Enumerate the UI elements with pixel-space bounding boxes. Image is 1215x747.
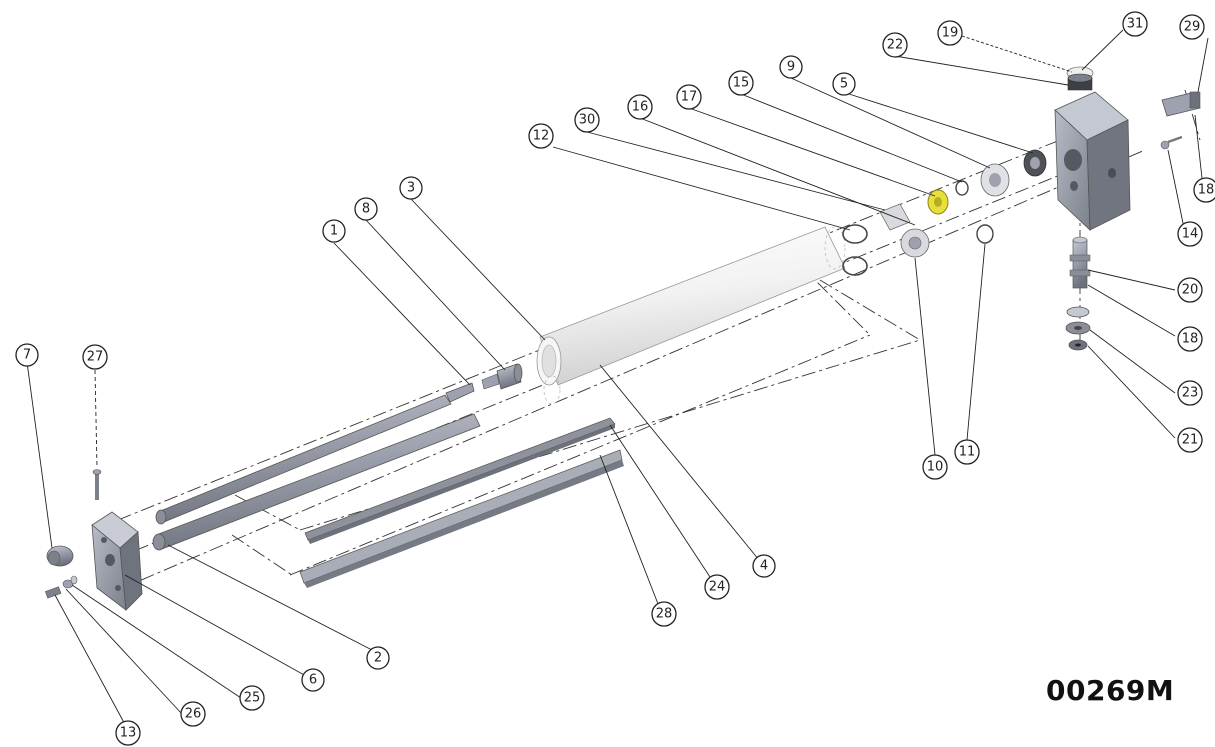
callout-label: 15 [733, 76, 750, 91]
callout-label: 3 [407, 181, 415, 196]
rod-upper [155, 382, 475, 525]
strip-upper [304, 417, 616, 544]
callout-13: 13 [115, 720, 141, 746]
callout-label: 18 [1198, 183, 1215, 198]
main-tube [536, 226, 846, 405]
callout-label: 23 [1182, 386, 1199, 401]
callout-label: 16 [632, 100, 649, 115]
callout-label: 30 [579, 113, 596, 128]
callout-14: 14 [1177, 221, 1203, 247]
screw [92, 469, 102, 500]
callout-6: 6 [301, 668, 325, 692]
callout-label: 17 [681, 90, 698, 105]
callout-label: 22 [887, 38, 904, 53]
callout-24: 24 [704, 574, 730, 600]
callout-label: 28 [656, 607, 673, 622]
drawing-number: 00269M [1046, 674, 1175, 707]
callout-5: 5 [832, 72, 856, 96]
small-fittings [45, 575, 78, 599]
callout-1: 1 [322, 219, 346, 243]
highlighted-part [927, 189, 949, 215]
strip-lower [299, 449, 624, 588]
callout-18-lower: 18 [1177, 326, 1203, 352]
left-end-block [91, 511, 143, 611]
callout-23: 23 [1177, 380, 1203, 406]
callout-label: 12 [533, 129, 550, 144]
callout-19: 19 [937, 20, 963, 46]
callout-10: 10 [922, 454, 948, 480]
callout-label: 2 [374, 651, 382, 666]
callout-label: 11 [959, 445, 976, 460]
callout-label: 1 [330, 224, 338, 239]
callout-label: 21 [1182, 433, 1199, 448]
callout-20: 20 [1177, 277, 1203, 303]
callout-29: 29 [1179, 14, 1205, 40]
callout-21: 21 [1177, 427, 1203, 453]
callout-label: 26 [185, 707, 202, 722]
callout-26: 26 [180, 701, 206, 727]
callout-label: 14 [1182, 227, 1199, 242]
callout-11: 11 [954, 439, 980, 465]
lower-washers [1065, 306, 1091, 351]
callout-15: 15 [728, 70, 754, 96]
callout-label: 19 [942, 26, 959, 41]
end-cap [46, 545, 74, 567]
callout-label: 24 [709, 580, 726, 595]
callout-label: 29 [1184, 20, 1201, 35]
leader-lines [26, 29, 1209, 731]
callout-27: 27 [82, 344, 108, 370]
callout-label: 20 [1182, 283, 1199, 298]
callout-label: 7 [23, 348, 31, 363]
callout-17: 17 [676, 84, 702, 110]
callout-label: 13 [120, 726, 137, 741]
callout-22: 22 [882, 32, 908, 58]
callout-12: 12 [528, 123, 554, 149]
small-o-rings [955, 180, 994, 244]
callout-label: 5 [840, 77, 848, 92]
callout-18-upper: 18 [1193, 177, 1215, 203]
callout-label: 6 [309, 673, 317, 688]
valve-blocks [879, 203, 930, 258]
callout-4: 4 [752, 554, 776, 578]
callout-16: 16 [627, 94, 653, 120]
callout-label: 8 [362, 202, 370, 217]
right-housing-block [1054, 91, 1131, 231]
piston-assembly [980, 149, 1047, 197]
callout-3: 3 [399, 176, 423, 200]
o-rings [842, 224, 868, 276]
callout-7: 7 [15, 343, 39, 367]
callout-2: 2 [366, 646, 390, 670]
callout-25: 25 [239, 685, 265, 711]
callout-label: 31 [1127, 17, 1144, 32]
callout-30: 30 [574, 107, 600, 133]
rod-lower [152, 413, 481, 551]
callout-8: 8 [354, 197, 378, 221]
callout-label: 4 [760, 559, 768, 574]
callout-label: 9 [787, 60, 795, 75]
callout-9: 9 [779, 55, 803, 79]
top-fittings [1066, 66, 1094, 91]
side-fitting [1160, 91, 1201, 150]
vertical-spool [1069, 236, 1091, 289]
callout-label: 27 [87, 350, 104, 365]
callout-label: 25 [244, 691, 261, 706]
callout-28: 28 [651, 601, 677, 627]
bushing [481, 363, 523, 390]
callout-label: 10 [927, 460, 944, 475]
callout-label: 18 [1182, 332, 1199, 347]
callout-31: 31 [1122, 11, 1148, 37]
